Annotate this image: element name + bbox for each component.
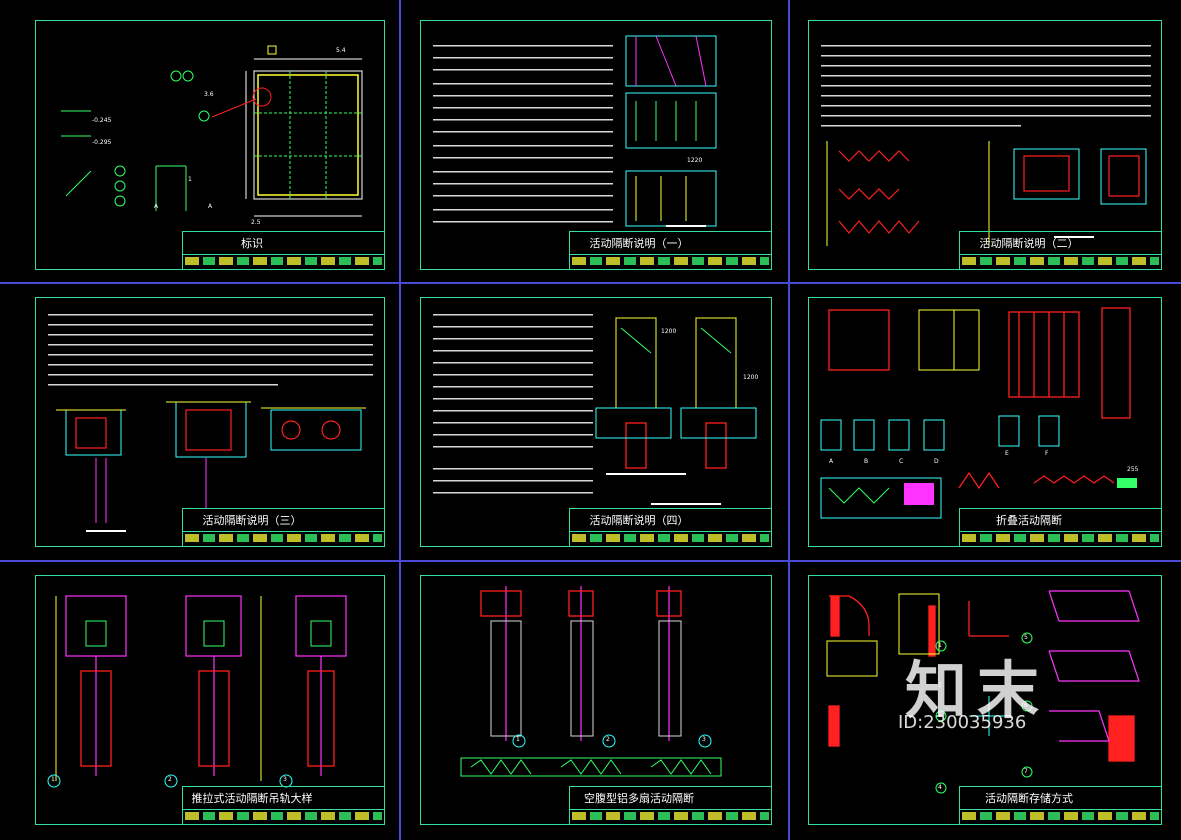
label: 3.6 (204, 91, 214, 98)
label: A (208, 203, 213, 210)
label: 1 (51, 776, 55, 783)
label: 1200 (661, 328, 677, 335)
label: 3 (283, 776, 287, 783)
label: 5 (1024, 634, 1028, 641)
sheet-title: 空腹型铝多扇活动隔断 (584, 792, 694, 805)
label: 1 (516, 736, 520, 743)
label: 5.4 (336, 47, 346, 54)
sheet-title: 活动隔断说明（三） (202, 514, 302, 527)
sheet-code (1109, 237, 1157, 251)
label: E (1005, 450, 1009, 457)
sheet-6: A B C D E F 255 折叠活动隔断 (808, 297, 1162, 547)
sheet-title: 标识 (241, 237, 263, 250)
sheet-4: 活动隔断说明（三） (35, 297, 385, 547)
title-block: 活动隔断存储方式 (959, 786, 1161, 824)
sheet-5: 1200 1200 活动隔断说明（四） (420, 297, 772, 547)
sheet-8-drawing (460, 586, 722, 777)
sheet-2: 1220 活动隔断说明（一） (420, 20, 772, 270)
label: 3 (938, 712, 942, 719)
label: 2 (938, 682, 942, 689)
sheet-code (332, 792, 380, 806)
title-block-strip (572, 534, 769, 542)
label: 6 (1024, 702, 1028, 709)
sheet-code (1109, 792, 1157, 806)
label: 2.5 (251, 219, 261, 226)
title-block: 活动隔断说明（一） (569, 231, 771, 269)
title-block-strip (962, 812, 1159, 820)
sheet-code (1109, 514, 1157, 528)
label: 255 (1127, 466, 1139, 473)
sheet-9-drawing (826, 590, 1140, 794)
sheet-code (332, 237, 380, 251)
sheet-3: 活动隔断说明（二） (808, 20, 1162, 270)
grid-line (788, 0, 790, 840)
title-block: 折叠活动隔断 (959, 508, 1161, 546)
sheet-title: 推拉式活动隔断吊轨大样 (191, 792, 313, 805)
sheet-1-drawing (61, 45, 363, 217)
sheet-4-drawing (48, 314, 373, 532)
title-block-strip (185, 257, 382, 265)
sheet-title: 折叠活动隔断 (996, 514, 1062, 527)
sheet-title: 活动隔断说明（一） (589, 237, 689, 250)
title-block-strip (572, 812, 769, 820)
label: 2 (606, 736, 610, 743)
label: -0.245 (92, 117, 112, 124)
label: -0.295 (92, 139, 112, 146)
watermark-logo: 知末 (905, 654, 1050, 727)
title-block: 推拉式活动隔断吊轨大样 (182, 786, 384, 824)
label: 4 (938, 784, 942, 791)
grid-line (399, 0, 401, 840)
sheet-6-drawing (820, 307, 1137, 519)
label: 7 (1024, 768, 1028, 775)
label: 1220 (687, 157, 703, 164)
sheet-title: 活动隔断说明（四） (589, 514, 689, 527)
label: 1200 (743, 374, 759, 381)
label: 1 (938, 642, 942, 649)
title-block-strip (185, 534, 382, 542)
sheet-8: 1 2 3 空腹型铝多扇活动隔断 (420, 575, 772, 825)
grid-line (0, 282, 1181, 284)
sheet-3-drawing (821, 45, 1151, 246)
sheet-title: 活动隔断存储方式 (985, 792, 1073, 805)
sheet-7-drawing (47, 595, 347, 788)
title-block: 空腹型铝多扇活动隔断 (569, 786, 771, 824)
sheet-code (719, 792, 767, 806)
sheet-title: 活动隔断说明（二） (979, 237, 1079, 250)
title-block-strip (962, 257, 1159, 265)
label: B (864, 458, 869, 465)
title-block: 活动隔断说明（四） (569, 508, 771, 546)
grid-line (0, 560, 1181, 562)
label: 3 (702, 736, 706, 743)
title-block: 活动隔断说明（二） (959, 231, 1161, 269)
label: 1 (188, 176, 192, 183)
label: D (934, 458, 939, 465)
sheet-7: 1 2 3 推拉式活动隔断吊轨大样 (35, 575, 385, 825)
sheet-1: A A 1 5.4 3.6 2.5 -0.245 -0.295 标识 (35, 20, 385, 270)
title-block-strip (185, 812, 382, 820)
title-block: 活动隔断说明（三） (182, 508, 384, 546)
title-block-strip (962, 534, 1159, 542)
watermark-id: ID:230035936 (898, 712, 1027, 733)
label: A (829, 458, 834, 465)
sheet-code (719, 514, 767, 528)
label: 2 (168, 776, 172, 783)
sheet-5-drawing (433, 314, 757, 505)
sheet-code (332, 514, 380, 528)
title-block-strip (572, 257, 769, 265)
title-block: 标识 (182, 231, 384, 269)
label: C (899, 458, 904, 465)
sheet-code (719, 237, 767, 251)
label: F (1045, 450, 1049, 457)
sheet-2-drawing (433, 35, 717, 227)
sheet-9: 1 2 3 4 5 6 7 活动隔断存储方式 (808, 575, 1162, 825)
label: A (154, 203, 159, 210)
